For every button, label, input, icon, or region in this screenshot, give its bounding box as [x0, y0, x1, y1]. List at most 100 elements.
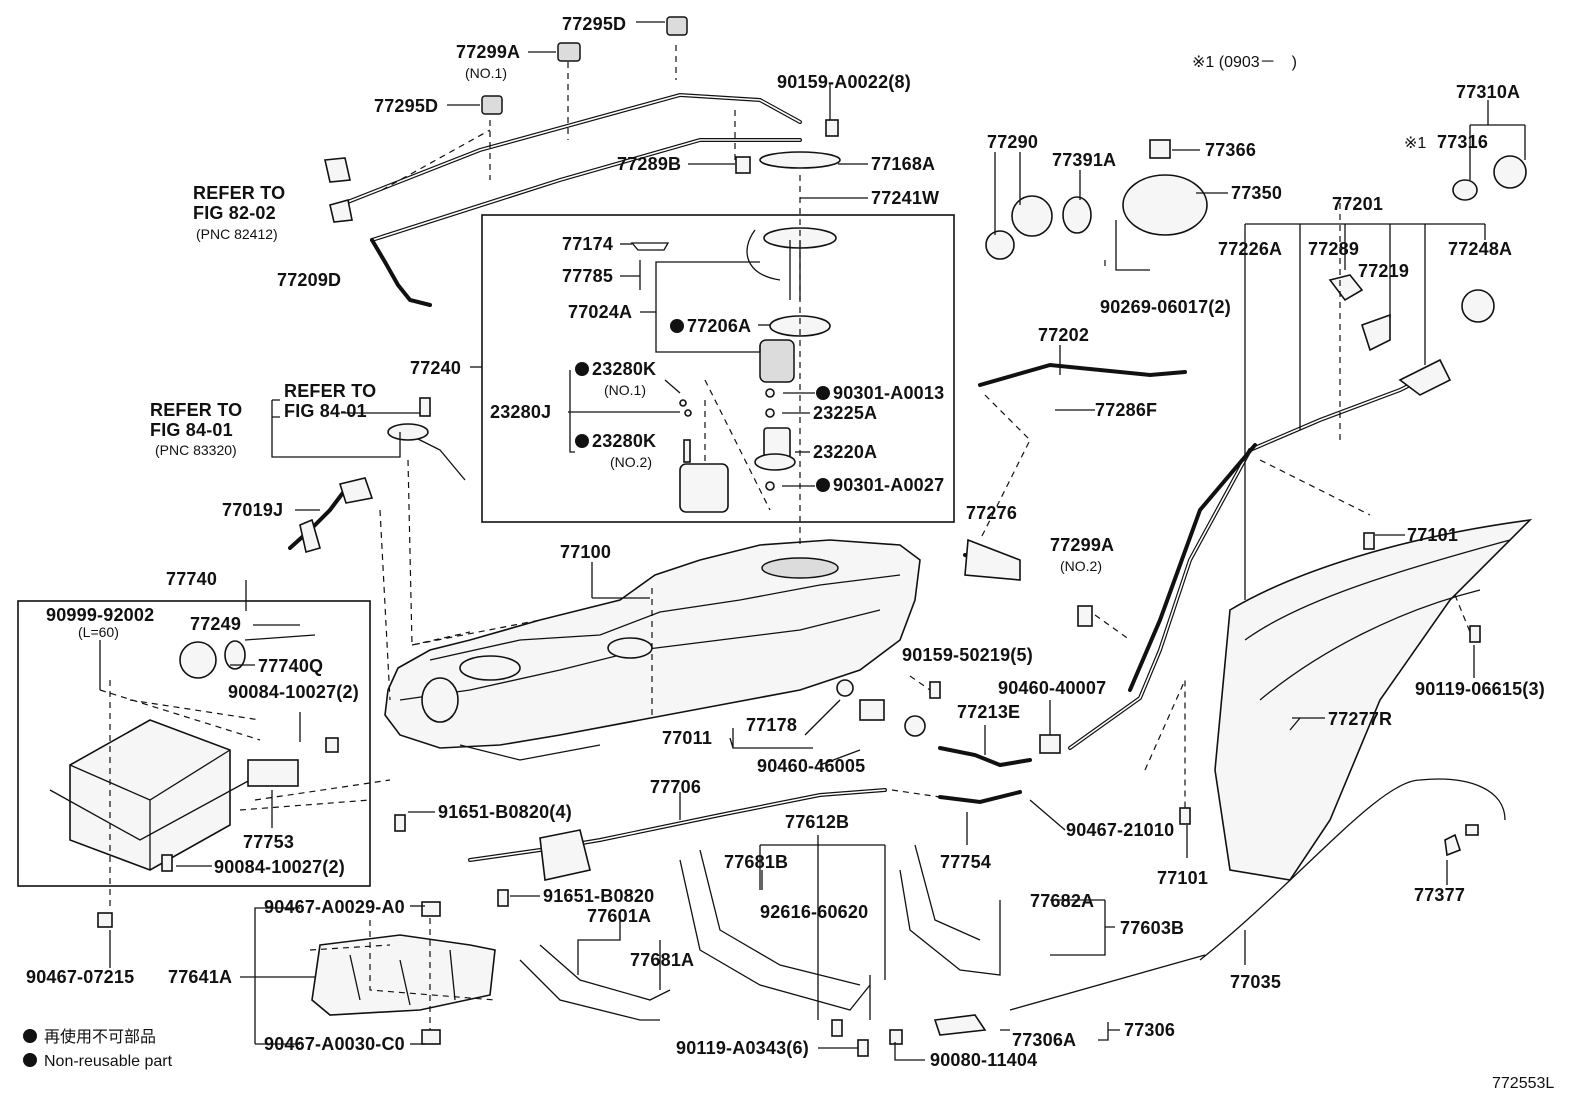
label-77601A: 77601A: [587, 906, 651, 926]
label-77306A: 77306A: [1012, 1030, 1076, 1050]
label-refer84-left-line1: REFER TO: [150, 400, 242, 420]
label-77219: 77219: [1358, 261, 1409, 281]
label-77295D-top: 77295D: [562, 14, 626, 34]
label-77277R: 77277R: [1328, 709, 1392, 729]
label-77612B: 77612B: [785, 812, 849, 832]
label-90080-11404: 90080-11404: [930, 1050, 1037, 1070]
label-77101-a: 77101: [1407, 525, 1458, 545]
label-90119-06615: 90119-06615(3): [1415, 679, 1545, 699]
label-90999-92002: 90999-92002: [46, 605, 154, 625]
label-77289B: 77289B: [617, 154, 681, 174]
label-77290: 77290: [987, 132, 1038, 152]
fuel-lines: [288, 92, 1506, 1011]
tank-straps: [311, 518, 1533, 1021]
label-77299A-no2: 77299A: [1050, 535, 1114, 555]
non-reusable-mark-90301-A0013: [816, 386, 830, 400]
label-90301-A0013: 90301-A0013: [833, 383, 944, 403]
label-77249: 77249: [190, 614, 241, 634]
non-reusable-mark-23280K-1: [575, 362, 589, 376]
label-77011: 77011: [662, 728, 712, 748]
label-77740Q: 77740Q: [258, 656, 323, 676]
fuel-pump-assembly-frame: [481, 214, 955, 523]
label-77101-b: 77101: [1157, 868, 1208, 888]
label-77682A: 77682A: [1030, 891, 1094, 911]
label-77168A: 77168A: [871, 154, 935, 174]
label-90467-A0029-A0: 90467-A0029-A0: [264, 897, 405, 917]
label-refer84-line2: FIG 84-01: [284, 401, 367, 421]
label-77213E: 77213E: [957, 702, 1020, 722]
fuel-tank-77100-shape: [384, 539, 921, 761]
diagram-id: 772553L: [1492, 1075, 1554, 1092]
label-refer82-line2: FIG 82-02: [193, 203, 276, 223]
label-77603B: 77603B: [1120, 918, 1184, 938]
label-77202: 77202: [1038, 325, 1089, 345]
label-77681A: 77681A: [630, 950, 694, 970]
label-90159-50219: 90159-50219(5): [902, 645, 1033, 665]
label-77306: 77306: [1124, 1020, 1175, 1040]
label-77681B: 77681B: [724, 852, 788, 872]
label-77226A: 77226A: [1218, 239, 1282, 259]
label-77201: 77201: [1332, 194, 1383, 214]
label-77248A: 77248A: [1448, 239, 1512, 259]
label-77289: 77289: [1308, 239, 1359, 259]
label-90084-10027-b: 90084-10027(2): [214, 857, 345, 877]
dashed-install-lines: [99, 45, 1471, 1030]
label-77286F: 77286F: [1095, 400, 1157, 420]
label-no2-b: (NO.2): [1060, 558, 1102, 574]
label-refer82-line1: REFER TO: [193, 183, 285, 203]
label-77310A: 77310A: [1456, 82, 1520, 102]
label-77276: 77276: [966, 503, 1017, 523]
label-77295D-mid: 77295D: [374, 96, 438, 116]
label-90269-06017: 90269-06017(2): [1100, 297, 1231, 317]
label-77641A: 77641A: [168, 967, 232, 987]
label-no1-b: (NO.1): [604, 382, 646, 398]
label-77366: 77366: [1205, 140, 1256, 160]
label-23220A: 23220A: [813, 442, 877, 462]
legend-dot-jp: [23, 1029, 37, 1043]
label-23280K-no2: 23280K: [592, 431, 656, 451]
label-77740: 77740: [166, 569, 217, 589]
label-90084-10027-a: 90084-10027(2): [228, 682, 359, 702]
label-90460-40007: 90460-40007: [998, 678, 1106, 698]
label-90460-46005: 90460-46005: [757, 756, 865, 776]
label-23225A: 23225A: [813, 403, 877, 423]
label-77241W: 77241W: [871, 188, 939, 208]
label-77377: 77377: [1414, 885, 1465, 905]
legend: 再使用不可部品 Non-reusable part: [23, 1028, 173, 1070]
legend-reuse-jp: 再使用不可部品: [44, 1028, 156, 1046]
label-23280J: 23280J: [490, 402, 551, 422]
label-77100: 77100: [560, 542, 611, 562]
non-reusable-mark-90301-A0027: [816, 478, 830, 492]
label-77024A: 77024A: [568, 302, 632, 322]
clips-and-bolts: [97, 16, 1481, 1057]
non-reusable-mark-77206A: [670, 319, 684, 333]
label-refer82-line3: (PNC 82412): [196, 226, 278, 242]
label-refer84-left-line3: (PNC 83320): [155, 442, 237, 458]
label-90159-A0022: 90159-A0022(8): [777, 72, 911, 92]
label-77753: 77753: [243, 832, 294, 852]
label-no2-a: (NO.2): [610, 454, 652, 470]
label-77706: 77706: [650, 777, 701, 797]
label-mark1: ※1: [1404, 135, 1426, 152]
legend-reuse-en: Non-reusable part: [44, 1053, 173, 1070]
label-77350: 77350: [1231, 183, 1282, 203]
label-77299A-no1: 77299A: [456, 42, 520, 62]
label-90119-A0343: 90119-A0343(6): [676, 1038, 809, 1058]
non-reusable-mark-23280K-2: [575, 434, 589, 448]
label-no1-a: (NO.1): [465, 65, 507, 81]
fuel-pump-parts-shapes: [630, 151, 841, 513]
label-77178: 77178: [746, 715, 797, 735]
label-77785: 77785: [562, 266, 613, 286]
label-77206A: 77206A: [687, 316, 751, 336]
label-90467-21010: 90467-21010: [1066, 820, 1174, 840]
label-77754: 77754: [940, 852, 991, 872]
label-77316: 77316: [1437, 132, 1488, 152]
label-77209D: 77209D: [277, 270, 341, 290]
label-77035: 77035: [1230, 972, 1281, 992]
label-77391A: 77391A: [1052, 150, 1116, 170]
label-77240: 77240: [410, 358, 461, 378]
label-90467-07215: 90467-07215: [26, 967, 134, 987]
label-23280K-no1: 23280K: [592, 359, 656, 379]
label-90467-A0030-C0: 90467-A0030-C0: [264, 1034, 405, 1054]
